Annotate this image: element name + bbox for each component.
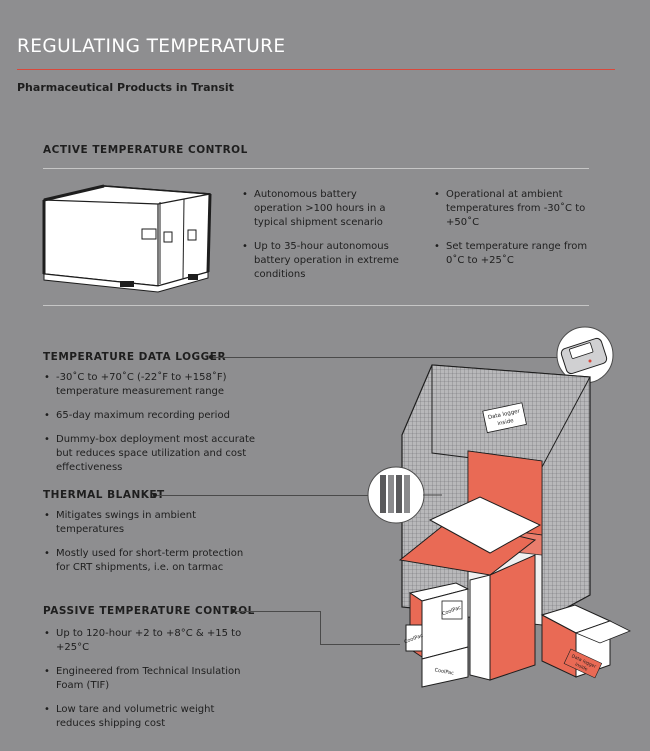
active-section-bottom-rule	[43, 305, 589, 306]
blanket-leader-dot	[153, 493, 157, 497]
blanket-detail-callout	[367, 466, 425, 524]
coolpac-boxes: CoolPac CoolPac CoolPac	[403, 582, 470, 688]
active-section-top-rule	[43, 168, 589, 169]
small-open-box: Data logger inside	[540, 604, 631, 679]
blanket-item: Mitigates swings in ambient temperatures	[43, 509, 253, 537]
logger-heading: TEMPERATURE DATA LOGGER	[43, 351, 227, 363]
svg-text:inside: inside	[497, 418, 515, 427]
active-col2-item: Set temperature range from 0˚C to +25˚C	[433, 240, 593, 268]
container-illustration	[42, 184, 212, 293]
blanket-list: Mitigates swings in ambient temperatures…	[43, 509, 253, 585]
logger-leader-line	[213, 357, 568, 358]
logger-item: Dummy-box deployment most accurate but r…	[43, 433, 268, 475]
logger-tag: Data logger inside	[482, 402, 527, 434]
svg-text:CoolPac: CoolPac	[434, 667, 455, 676]
passive-list: Up to 120-hour +2 to +8°C & +15 to +25°C…	[43, 627, 248, 741]
blanket-heading: THERMAL BLANKET	[43, 489, 165, 501]
active-col1-item: Up to 35-hour autonomous battery operati…	[241, 240, 401, 282]
logger-list: -30˚C to +70˚C (-22˚F to +158˚F) tempera…	[43, 371, 268, 485]
passive-leader-drop	[320, 611, 321, 644]
blanket-leader-line	[157, 495, 370, 496]
active-col2-item: Operational at ambient temperatures from…	[433, 188, 593, 230]
active-col2-list: Operational at ambient temperatures from…	[433, 188, 593, 278]
logger-item: 65-day maximum recording period	[43, 409, 268, 423]
blanket-item: Mostly used for short-term protection fo…	[43, 547, 253, 575]
svg-text:inside: inside	[574, 662, 589, 673]
passive-item: Engineered from Technical Insulation Foa…	[43, 665, 248, 693]
passive-item: Low tare and volumetric weight reduces s…	[43, 703, 248, 731]
passive-leader-line	[235, 611, 321, 612]
active-col1-list: Autonomous battery operation >100 hours …	[241, 188, 401, 292]
passive-leader-line-2	[320, 644, 400, 645]
passive-heading: PASSIVE TEMPERATURE CONTROL	[43, 605, 255, 617]
active-col1-item: Autonomous battery operation >100 hours …	[241, 188, 401, 230]
shipment-illustration: Data logger inside CoolPac CoolPac CoolP…	[367, 326, 631, 688]
passive-item: Up to 120-hour +2 to +8°C & +15 to +25°C	[43, 627, 248, 655]
title-divider	[17, 69, 615, 70]
data-logger-device	[556, 326, 614, 384]
page-subtitle: Pharmaceutical Products in Transit	[17, 81, 234, 94]
active-control-heading: ACTIVE TEMPERATURE CONTROL	[43, 144, 248, 156]
page-title: REGULATING TEMPERATURE	[17, 36, 286, 57]
passive-leader-dot	[231, 609, 235, 613]
logger-item: -30˚C to +70˚C (-22˚F to +158˚F) tempera…	[43, 371, 268, 399]
logger-leader-dot	[209, 355, 213, 359]
